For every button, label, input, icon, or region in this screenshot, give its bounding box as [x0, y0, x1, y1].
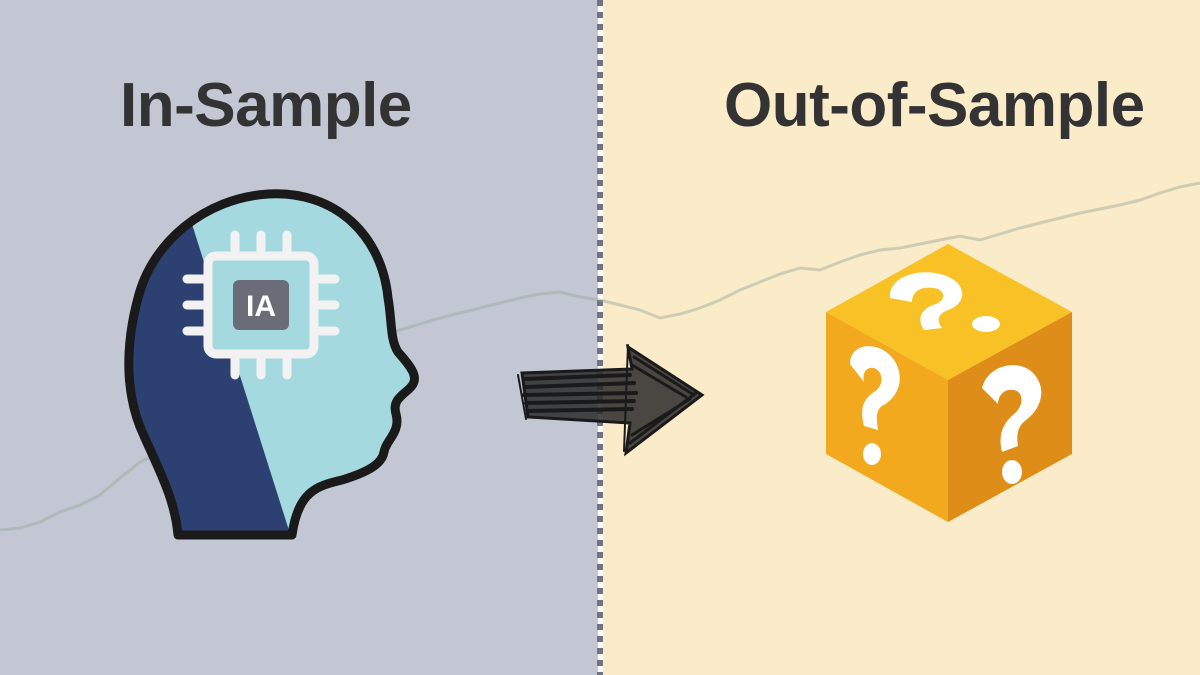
mystery-box-icon	[826, 244, 1072, 522]
hand-drawn-arrow-icon	[517, 343, 705, 457]
chip-label: IA	[246, 290, 276, 323]
processor-chip-icon: IA	[182, 230, 340, 380]
sample-divider	[597, 0, 603, 675]
ai-head-icon: IA	[124, 189, 419, 540]
in-sample-title: In-Sample	[120, 71, 412, 140]
out-of-sample-title: Out-of-Sample	[724, 71, 1145, 140]
